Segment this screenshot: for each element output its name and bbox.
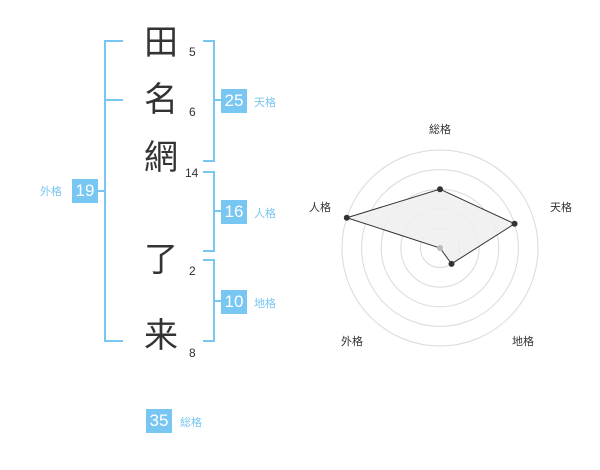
- chikaku-bracket-pointer: [213, 300, 221, 302]
- soukaku-label: 総格: [180, 416, 202, 429]
- gaikaku-bracket-divider: [104, 99, 123, 101]
- name-char-4: 了: [144, 240, 178, 280]
- name-char-3: 網: [144, 138, 178, 178]
- gaikaku-label: 外格: [40, 185, 62, 198]
- jinkaku-label: 人格: [254, 207, 276, 220]
- radar-value-area: [345, 188, 516, 265]
- tenkaku-label: 天格: [254, 96, 276, 109]
- radar-axis-label-tenkaku: 天格: [550, 201, 572, 214]
- tenkaku-badge: 25: [221, 89, 247, 113]
- gaikaku-bracket-pointer: [96, 190, 106, 192]
- radar-axis-label-jinkaku: 人格: [309, 201, 331, 214]
- soukaku-badge: 35: [146, 409, 172, 433]
- radar-point-2: [448, 260, 455, 267]
- radar-center-dot: [437, 245, 443, 251]
- tenkaku-bracket-pointer: [213, 99, 221, 101]
- stroke-count-1: 5: [189, 45, 196, 59]
- chikaku-badge: 10: [221, 290, 247, 314]
- stroke-count-3: 14: [185, 166, 199, 180]
- tenkaku-bracket: [203, 40, 215, 162]
- jinkaku-bracket-pointer: [213, 210, 221, 212]
- name-char-1: 田: [144, 23, 178, 63]
- radar-axis-label-soukaku: 総格: [429, 123, 451, 136]
- radar-point-1: [511, 220, 518, 227]
- stroke-count-4: 2: [189, 264, 196, 278]
- jinkaku-badge: 16: [221, 200, 247, 224]
- radar-ring-5: [341, 149, 539, 347]
- chikaku-label: 地格: [254, 297, 276, 310]
- name-char-2: 名: [144, 80, 178, 120]
- radar-axis-label-chikaku: 地格: [512, 335, 534, 348]
- gaikaku-badge: 19: [72, 179, 98, 203]
- stroke-count-5: 8: [189, 346, 196, 360]
- stroke-count-2: 6: [189, 105, 196, 119]
- radar-ring-4: [361, 169, 519, 327]
- name-char-5: 来: [144, 316, 178, 356]
- radar-point-4: [343, 214, 350, 221]
- radar-axis-label-gaikaku: 外格: [341, 335, 363, 348]
- radar-point-0: [437, 186, 443, 193]
